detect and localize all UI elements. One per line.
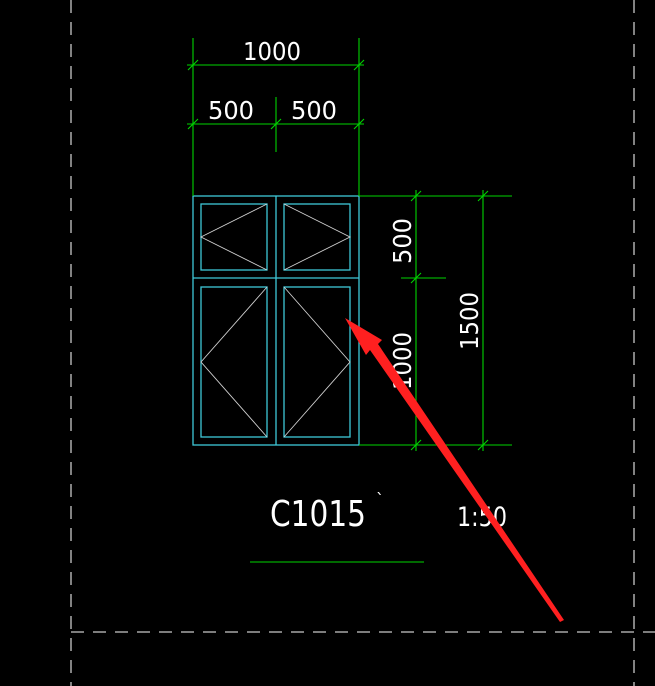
label-mark: ` bbox=[376, 490, 384, 509]
dim-upper-height: 500 bbox=[388, 218, 417, 264]
window-elevation bbox=[192, 195, 360, 446]
dimension-lines bbox=[187, 38, 512, 563]
opening-lines bbox=[199, 203, 352, 438]
red-arrow-icon bbox=[345, 318, 564, 622]
dim-left-pane-width: 500 bbox=[208, 96, 254, 125]
sheet-border bbox=[70, 0, 655, 686]
dim-overall-width: 1000 bbox=[243, 37, 301, 66]
dim-right-pane-width: 500 bbox=[291, 96, 337, 125]
dim-overall-height: 1500 bbox=[455, 292, 484, 350]
window-label: C1015 bbox=[270, 494, 366, 535]
